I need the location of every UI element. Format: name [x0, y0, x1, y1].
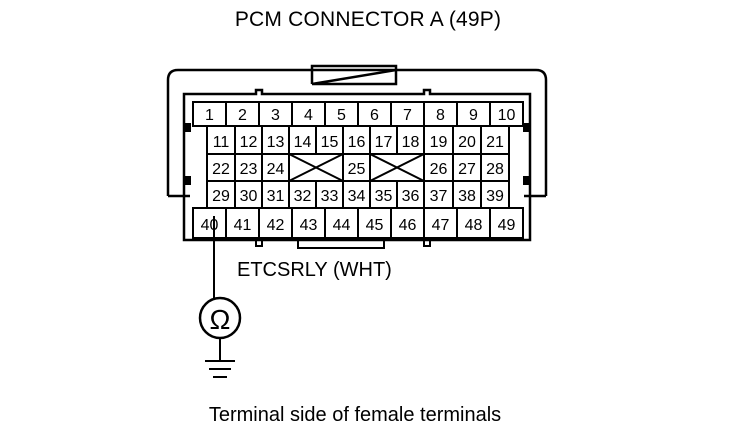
terminal-44: 44: [333, 217, 351, 234]
bottom-rail: [255, 240, 431, 249]
terminal-23: 23: [240, 161, 258, 178]
key-tab-left-upper: [184, 123, 191, 132]
terminal-26: 26: [430, 161, 448, 178]
connector-title: PCM CONNECTOR A (49P): [234, 8, 502, 31]
caption: Terminal side of female terminals: [208, 404, 502, 426]
terminal-49: 49: [498, 217, 516, 234]
terminal-21: 21: [486, 134, 504, 151]
terminal-18: 18: [402, 134, 420, 151]
terminal-7: 7: [403, 107, 412, 124]
terminal-30: 30: [240, 188, 258, 205]
connector-latch: [310, 64, 398, 86]
terminal-46: 46: [399, 217, 417, 234]
terminal-28: 28: [486, 161, 504, 178]
terminal-33: 33: [321, 188, 339, 205]
terminal-47: 47: [432, 217, 450, 234]
terminal-6: 6: [370, 107, 379, 124]
terminal-41: 41: [234, 217, 252, 234]
terminal-8: 8: [436, 107, 445, 124]
terminal-grid: [192, 101, 524, 239]
terminal-19: 19: [430, 134, 448, 151]
ground-icon: [205, 360, 235, 378]
ohm-icon: Ω: [210, 304, 231, 335]
connector-housing: [166, 68, 548, 196]
terminal-45: 45: [366, 217, 384, 234]
wire-label: ETCSRLY (WHT): [237, 259, 392, 281]
terminal-38: 38: [458, 188, 476, 205]
terminal-20: 20: [458, 134, 476, 151]
terminal-48: 48: [465, 217, 483, 234]
terminal-17: 17: [375, 134, 393, 151]
terminal-29: 29: [212, 188, 230, 205]
terminal-35: 35: [375, 188, 393, 205]
terminal-42: 42: [267, 217, 285, 234]
terminal-40: 40: [201, 217, 219, 234]
terminal-27: 27: [458, 161, 476, 178]
terminal-31: 31: [267, 188, 285, 205]
terminal-43: 43: [300, 217, 318, 234]
terminal-10: 10: [498, 107, 516, 124]
terminal-3: 3: [271, 107, 280, 124]
terminal-4: 4: [304, 107, 313, 124]
key-tab-left-lower: [184, 176, 191, 185]
terminal-5: 5: [337, 107, 346, 124]
key-tab-right-lower: [523, 176, 530, 185]
terminal-24: 24: [267, 161, 285, 178]
terminal-16: 16: [348, 134, 366, 151]
terminal-14: 14: [294, 134, 312, 151]
key-tab-right-upper: [523, 123, 530, 132]
terminal-32: 32: [294, 188, 312, 205]
connector-face: [182, 88, 532, 242]
terminal-34: 34: [348, 188, 366, 205]
terminal-11: 11: [213, 134, 230, 151]
terminal-1: 1: [205, 107, 214, 124]
terminal-15: 15: [321, 134, 339, 151]
caption-wrap: Terminal side of female terminals: [0, 404, 736, 427]
terminal-12: 12: [240, 134, 258, 151]
terminal-9: 9: [469, 107, 478, 124]
terminal-39: 39: [486, 188, 504, 205]
terminal-36: 36: [402, 188, 420, 205]
terminal-25: 25: [348, 161, 366, 178]
terminal-22: 22: [212, 161, 230, 178]
terminal-2: 2: [238, 107, 247, 124]
terminal-37: 37: [430, 188, 448, 205]
terminal-13: 13: [267, 134, 285, 151]
